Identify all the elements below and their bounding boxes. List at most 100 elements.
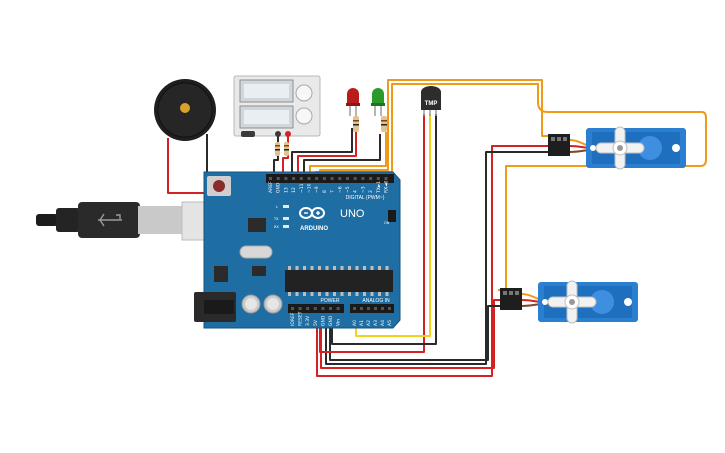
pin-label: ~5 — [345, 186, 351, 193]
pin-label: A5 — [387, 320, 393, 326]
pin-label: RESET — [298, 311, 304, 326]
tmp-sensor[interactable]: TMP — [421, 86, 441, 116]
analog-header — [350, 304, 394, 313]
servo-motor-2[interactable] — [500, 280, 638, 324]
l-led-label: L — [276, 205, 278, 209]
pin-label: ~3 — [360, 186, 366, 193]
wires — [167, 79, 707, 377]
chip-pin — [340, 292, 344, 296]
servo-motor-1[interactable] — [548, 126, 686, 170]
pin-label: A3 — [373, 320, 379, 326]
chip-pin — [333, 266, 336, 270]
usb-chip — [248, 218, 266, 232]
chip-pin — [363, 266, 366, 270]
chip-pin — [370, 292, 374, 296]
chip-pin — [295, 292, 299, 296]
servo1-horn[interactable] — [595, 126, 645, 170]
arduino-logo — [299, 207, 325, 219]
header-pin[interactable] — [384, 177, 388, 180]
header-pin[interactable] — [322, 177, 326, 180]
chip-pin — [348, 266, 351, 270]
header-pin[interactable] — [360, 307, 363, 310]
pin-label: GND — [320, 315, 326, 326]
header-pin[interactable] — [388, 307, 391, 310]
header-pin[interactable] — [298, 307, 302, 310]
header-pin[interactable] — [313, 307, 317, 310]
digital-label: DIGITAL (PWM~) — [346, 195, 385, 201]
header-pin[interactable] — [361, 177, 365, 180]
header-pin[interactable] — [330, 177, 334, 180]
header-pin[interactable] — [269, 177, 272, 180]
brand-label: ARDUINO — [300, 226, 328, 232]
analog-header-pins — [353, 307, 391, 310]
servo2-black-wire[interactable] — [329, 305, 500, 361]
chip-pin — [355, 266, 359, 270]
header-pin[interactable] — [374, 307, 377, 310]
model-label: UNO — [340, 208, 365, 220]
chip-pin — [355, 292, 359, 296]
chip-pin — [385, 292, 389, 296]
servo1-red-wire[interactable] — [316, 145, 552, 377]
led-red[interactable] — [346, 88, 360, 132]
rx-led-label: RX — [274, 225, 279, 229]
header-pin[interactable] — [307, 177, 311, 180]
header-pin[interactable] — [299, 177, 303, 180]
servo1-black-wire[interactable] — [325, 151, 552, 365]
lcd-module[interactable] — [233, 75, 321, 137]
header-pin[interactable] — [376, 177, 380, 180]
crystal — [239, 245, 273, 259]
digital-header — [266, 174, 394, 183]
led-red-wire[interactable] — [291, 128, 353, 188]
pin-label: RX◄0 — [384, 180, 390, 193]
smd-chip — [252, 266, 266, 276]
chip-pin — [325, 292, 329, 296]
voltage-regulator — [214, 266, 228, 282]
atmega-chip-pins — [288, 266, 389, 296]
status-leds — [283, 205, 289, 228]
pin-label: GND — [276, 182, 282, 193]
header-pin[interactable] — [292, 177, 296, 180]
header-pin[interactable] — [353, 177, 357, 180]
header-pin[interactable] — [291, 307, 294, 310]
pin-label: 4 — [353, 190, 359, 193]
atmega-chip — [285, 270, 393, 292]
servo1-signal-wire[interactable] — [315, 83, 707, 291]
header-pin[interactable] — [329, 307, 332, 310]
header-pin[interactable] — [338, 177, 342, 180]
capacitors — [241, 294, 283, 314]
pin-label: A0 — [352, 320, 358, 326]
lcd-resistors[interactable] — [275, 142, 289, 156]
chip-pin — [288, 292, 291, 296]
pin-label: Vin — [336, 319, 342, 326]
header-pin[interactable] — [284, 177, 288, 180]
header-pin[interactable] — [369, 177, 373, 180]
pin-label: GND — [328, 315, 334, 326]
servo1-orange-wire[interactable] — [319, 79, 552, 188]
header-pin[interactable] — [381, 307, 384, 310]
header-pin[interactable] — [306, 307, 310, 310]
reset-button-cap — [213, 180, 225, 192]
tmp-power-wire[interactable] — [319, 114, 425, 353]
header-pin[interactable] — [315, 177, 319, 180]
piezo-buzzer[interactable] — [154, 79, 216, 144]
header-pin[interactable] — [353, 307, 356, 310]
header-pin[interactable] — [346, 177, 349, 180]
header-pin[interactable] — [276, 177, 280, 180]
chip-pin — [333, 292, 336, 296]
chip-pin — [370, 266, 374, 270]
led-green[interactable] — [371, 88, 387, 132]
servo2-horn[interactable] — [547, 280, 597, 324]
tx-led-label: TX — [273, 217, 279, 221]
pin-label: 3.3V — [305, 315, 311, 326]
dc-power-jack[interactable] — [194, 292, 236, 322]
header-pin[interactable] — [367, 307, 370, 310]
power-label: POWER — [321, 298, 340, 304]
header-pin[interactable] — [336, 307, 340, 310]
header-pin[interactable] — [321, 307, 325, 310]
chip-pin — [385, 266, 389, 270]
pin-label: ~6 — [337, 186, 343, 193]
